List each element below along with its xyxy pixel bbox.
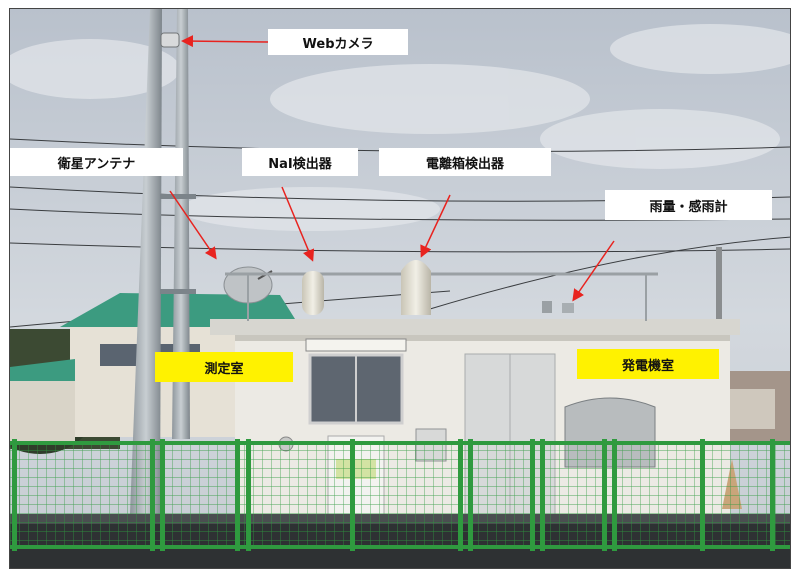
label-web-camera: Webカメラ: [268, 29, 408, 55]
rain-gauge: [542, 301, 552, 313]
antenna-poles: [130, 9, 196, 514]
nai-detector: [302, 271, 324, 315]
label-satellite-antenna: 衛星アンテナ: [10, 148, 183, 176]
label-nai-detector: NaI検出器: [242, 148, 358, 176]
label-ion-chamber-detector: 電離箱検出器: [379, 148, 551, 176]
station-sign: [305, 338, 407, 352]
utility-pole: [716, 247, 722, 377]
green-fence: [10, 439, 790, 551]
photo-frame: Webカメラ 衛星アンテナ NaI検出器 電離箱検出器 雨量・感雨計 測定室 発…: [9, 8, 791, 569]
label-rain-gauge: 雨量・感雨計: [605, 190, 772, 220]
monitoring-station-photo: [10, 9, 790, 568]
ion-chamber-detector: [401, 260, 431, 315]
clouds: [10, 24, 790, 231]
web-camera: [160, 32, 180, 48]
label-generator-room: 発電機室: [577, 349, 719, 379]
label-measurement-room: 測定室: [155, 352, 293, 382]
